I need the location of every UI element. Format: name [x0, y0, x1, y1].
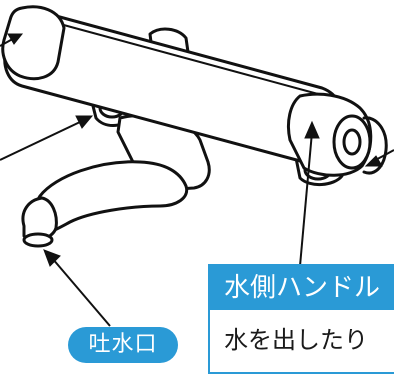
arrow-spout: [51, 257, 111, 327]
arrow-water-handle: [299, 131, 313, 267]
left-handle: [1, 5, 66, 81]
water-handle-title: 水側ハンドル: [210, 266, 394, 310]
water-handle-knob: [342, 128, 362, 156]
arrow-left-handle-head: [7, 33, 24, 45]
bar-highlight: [59, 23, 319, 95]
arrow-spout-head: [43, 249, 61, 267]
arrow-left-bracket: [0, 121, 81, 161]
spout-label: 吐水口: [68, 327, 178, 363]
right-side-mount: [362, 116, 388, 175]
water-handle-description: 水を出したり: [224, 326, 368, 354]
spout-outlet: [22, 232, 54, 248]
arrow-right-edge-head: [364, 155, 383, 167]
water-handle-callout: 水側ハンドル 水を出したり: [208, 264, 394, 374]
arrow-water-handle-head: [304, 120, 320, 139]
arrow-left-bracket-head: [75, 115, 94, 129]
